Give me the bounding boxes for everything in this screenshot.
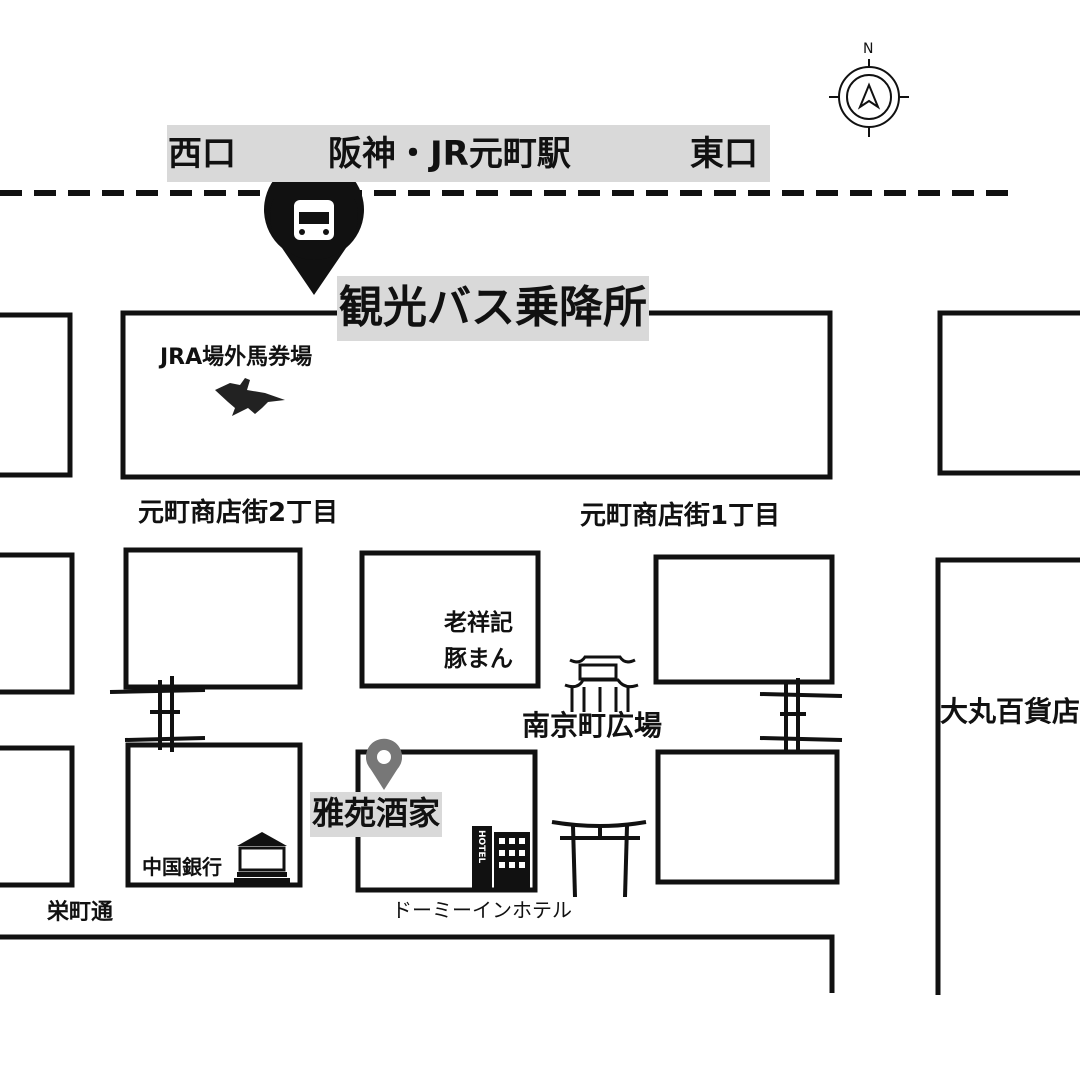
- roushouki-label: 老祥記: [444, 610, 513, 636]
- torii-icon: [551, 820, 647, 898]
- bank-label: 中国銀行: [142, 855, 222, 879]
- butaman-label: 豚まん: [444, 646, 513, 672]
- hotel-label: ドーミーインホテル: [392, 898, 572, 922]
- block: [0, 312, 73, 478]
- street-1chome-label: 元町商店街1丁目: [580, 501, 781, 531]
- block: [0, 745, 75, 888]
- nankinmachi-label: 南京町広場: [522, 709, 663, 742]
- block-roushouki: [359, 550, 541, 689]
- horse-jockey-icon: [215, 378, 285, 416]
- hotel-sign: HOTEL: [476, 830, 486, 864]
- block: [655, 749, 840, 885]
- station-name-label: 阪神・JR元町駅: [328, 134, 571, 174]
- station-bar: [167, 125, 770, 182]
- block-daimaru: [935, 557, 1080, 995]
- street-2chome-label: 元町商店街2丁目: [138, 498, 339, 528]
- hotel-building-icon: [472, 826, 530, 888]
- gate-east-icon: [759, 678, 843, 752]
- block: [123, 547, 303, 690]
- compass-north-label: N: [863, 41, 874, 57]
- west-exit-label: 西口: [168, 134, 236, 174]
- block-bank: [125, 742, 303, 888]
- east-exit-label: 東口: [690, 134, 758, 174]
- location-pin-icon: [366, 738, 402, 790]
- block: [0, 552, 75, 695]
- gate-west-icon: [109, 676, 206, 752]
- jra-label: JRA場外馬券場: [160, 345, 313, 370]
- compass-icon: [829, 59, 909, 137]
- street-sakaemachi: [0, 934, 835, 993]
- bank-icon: [234, 832, 290, 883]
- bus-stop-label: 観光バス乗降所: [337, 276, 649, 341]
- block: [937, 310, 1080, 476]
- sakaemachi-label: 栄町通: [47, 900, 114, 925]
- pavilion-icon: [564, 655, 639, 712]
- block: [653, 554, 835, 685]
- daimaru-label: 大丸百貨店: [940, 695, 1080, 728]
- gaen-label: 雅苑酒家: [310, 792, 443, 837]
- bus-pin-icon: [264, 159, 364, 295]
